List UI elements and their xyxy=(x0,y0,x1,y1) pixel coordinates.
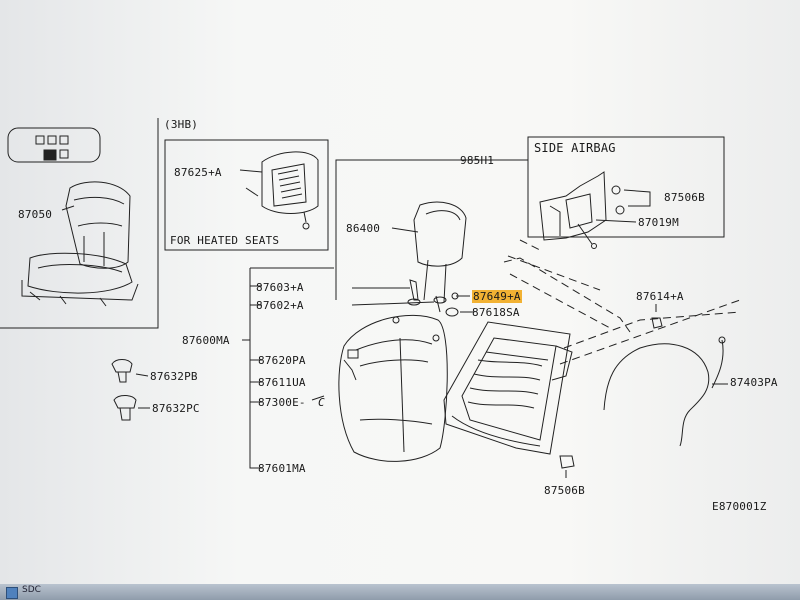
part-87601ma[interactable]: 87601MA xyxy=(258,462,306,475)
wire-harness-illustration xyxy=(603,336,726,447)
part-86400[interactable]: 86400 xyxy=(346,222,381,235)
part-87614a[interactable]: 87614+A xyxy=(636,290,684,303)
part-87620pa[interactable]: 87620PA xyxy=(258,354,306,367)
airbag-module-illustration xyxy=(539,171,625,249)
taskbar-label[interactable]: SDC xyxy=(22,585,41,595)
routing-lines xyxy=(503,239,741,365)
part-87300e[interactable]: 87300E- xyxy=(258,396,306,409)
guide-sleeves xyxy=(407,279,459,317)
part-87611ua[interactable]: 87611UA xyxy=(258,376,306,389)
part-87632pc[interactable]: 87632PC xyxy=(152,402,200,415)
part-87600ma[interactable]: 87600MA xyxy=(182,334,230,347)
part-87506b-bottom[interactable]: 87506B xyxy=(544,484,585,497)
part-87632pb[interactable]: 87632PB xyxy=(150,370,198,383)
heated-seats-label: FOR HEATED SEATS xyxy=(170,234,280,247)
key-fob-illustration xyxy=(7,127,101,163)
diagram-code: E870001Z xyxy=(712,500,767,513)
part-87649a-highlighted[interactable]: 87649+A xyxy=(472,290,522,303)
app-icon[interactable] xyxy=(6,587,18,599)
heater-pad-illustration xyxy=(245,151,319,230)
side-airbag-label: SIDE AIRBAG xyxy=(534,141,616,155)
left-panel-frame xyxy=(0,118,159,329)
part-87019m[interactable]: 87019M xyxy=(638,216,679,229)
clip-87632pc-illustration xyxy=(113,395,137,421)
part-87300e-suffix: C xyxy=(318,396,325,409)
seatback-frame-illustration xyxy=(443,321,573,455)
seat-overview-illustration xyxy=(21,181,139,307)
part-87403pa[interactable]: 87403PA xyxy=(730,376,778,389)
part-87603a[interactable]: 87603+A xyxy=(256,281,304,294)
side-airbag-box xyxy=(527,136,725,238)
main-bracket xyxy=(249,268,262,469)
part-87625a[interactable]: 87625+A xyxy=(174,166,222,179)
part-985h1[interactable]: 985H1 xyxy=(460,154,495,167)
taskbar: SDC xyxy=(0,584,800,600)
part-87602a[interactable]: 87602+A xyxy=(256,299,304,312)
part-87506b-top[interactable]: 87506B xyxy=(664,191,705,204)
headrest-illustration xyxy=(413,201,467,303)
seatback-illustration xyxy=(338,314,448,462)
part-87050[interactable]: 87050 xyxy=(18,208,53,221)
clip-87632pb-illustration xyxy=(111,359,133,383)
heated-seats-box xyxy=(164,139,329,251)
box-3hb-label: (3HB) xyxy=(164,118,199,131)
part-87618sa[interactable]: 87618SA xyxy=(472,306,520,319)
